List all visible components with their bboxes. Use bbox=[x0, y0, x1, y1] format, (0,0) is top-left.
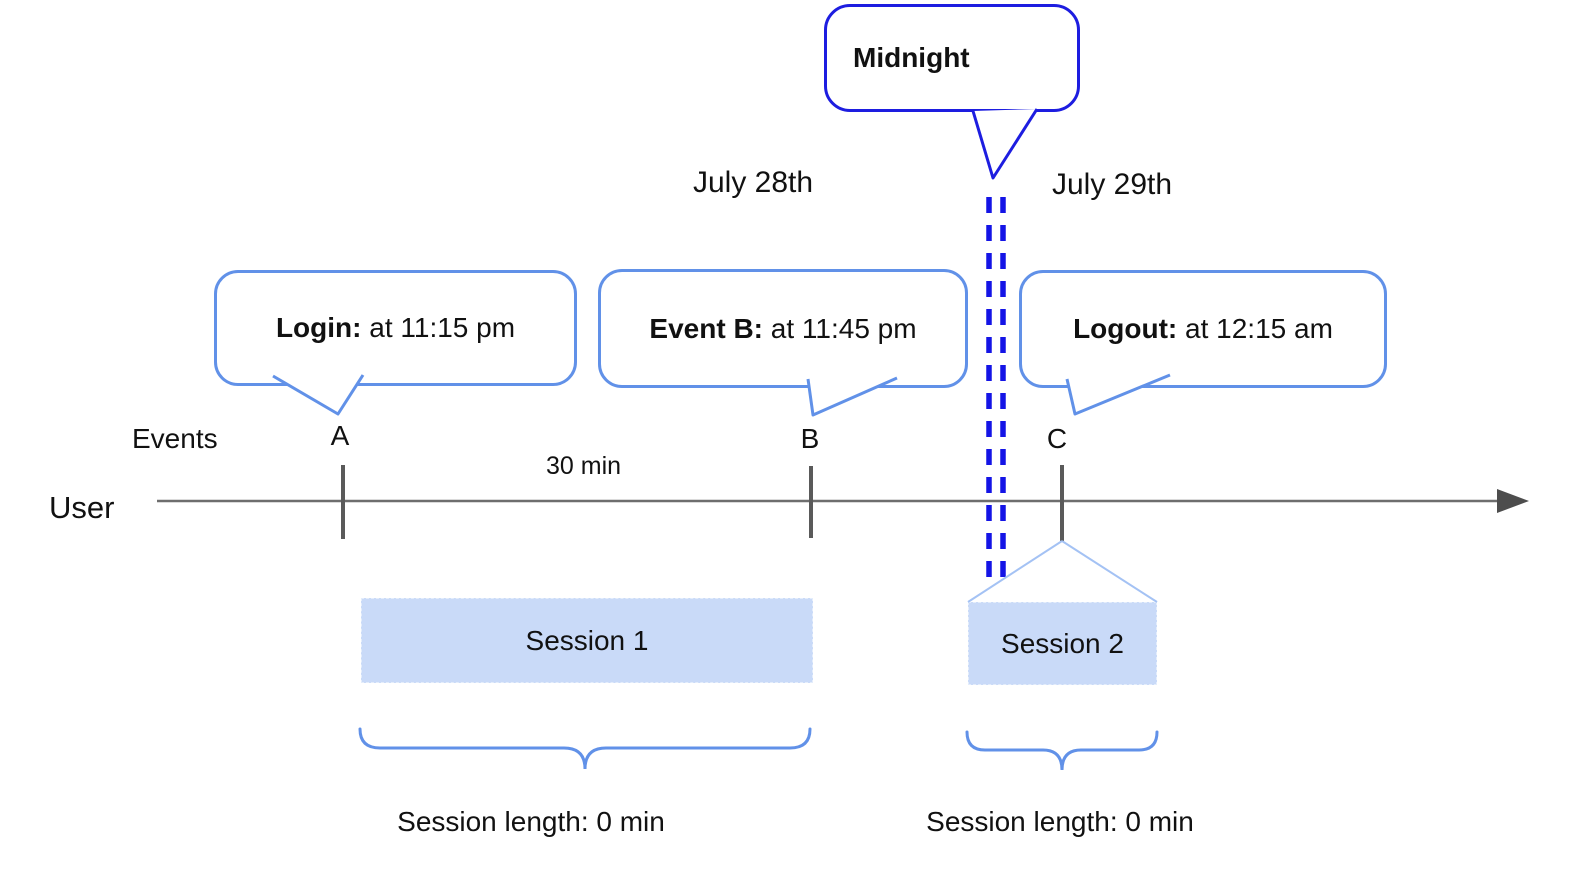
event-c-label: C bbox=[1046, 423, 1068, 454]
login-callout-title: Login: bbox=[275, 312, 362, 343]
event-b-callout-title: Event B: bbox=[649, 312, 763, 344]
session2-box: Session 2 bbox=[968, 602, 1157, 685]
event-b-label: B bbox=[800, 423, 820, 454]
midnight-callout-bubble: Midnight bbox=[824, 4, 1080, 112]
session2-box-label: Session 2 bbox=[1001, 627, 1124, 659]
logout-callout-bubble: Logout: at 12:15 am bbox=[1019, 270, 1387, 388]
event-b-callout-bubble: Event B: at 11:45 pm bbox=[598, 269, 968, 388]
date-label-july-28: July 28th bbox=[693, 166, 814, 199]
event-b-callout-detail: at 11:45 pm bbox=[763, 312, 917, 344]
user-row-label: User bbox=[49, 490, 115, 525]
session1-brace bbox=[358, 727, 812, 770]
date-label-july-29: July 29th bbox=[1052, 168, 1173, 201]
session1-length-label: Session length: 0 min bbox=[397, 806, 665, 837]
interval-30min-label: 30 min bbox=[546, 452, 622, 480]
midnight-bubble-tail bbox=[971, 108, 1039, 180]
midnight-callout-label: Midnight bbox=[853, 42, 970, 73]
timeline-arrowhead-icon bbox=[1497, 489, 1529, 513]
session1-box: Session 1 bbox=[361, 598, 813, 683]
events-row-label: Events bbox=[132, 423, 218, 454]
event-a-label: A bbox=[330, 420, 350, 451]
session1-box-label: Session 1 bbox=[525, 624, 649, 656]
logout-callout-detail: at 12:15 am bbox=[1177, 313, 1333, 344]
login-callout-bubble: Login: at 11:15 pm bbox=[214, 270, 577, 386]
logout-callout-title: Logout: bbox=[1073, 313, 1178, 344]
session2-connector-left bbox=[967, 540, 1063, 603]
login-callout-detail: at 11:15 pm bbox=[361, 312, 516, 343]
session2-length-label: Session length: 0 min bbox=[926, 806, 1194, 837]
session2-connector-right bbox=[1061, 540, 1158, 603]
session2-brace bbox=[965, 730, 1159, 771]
